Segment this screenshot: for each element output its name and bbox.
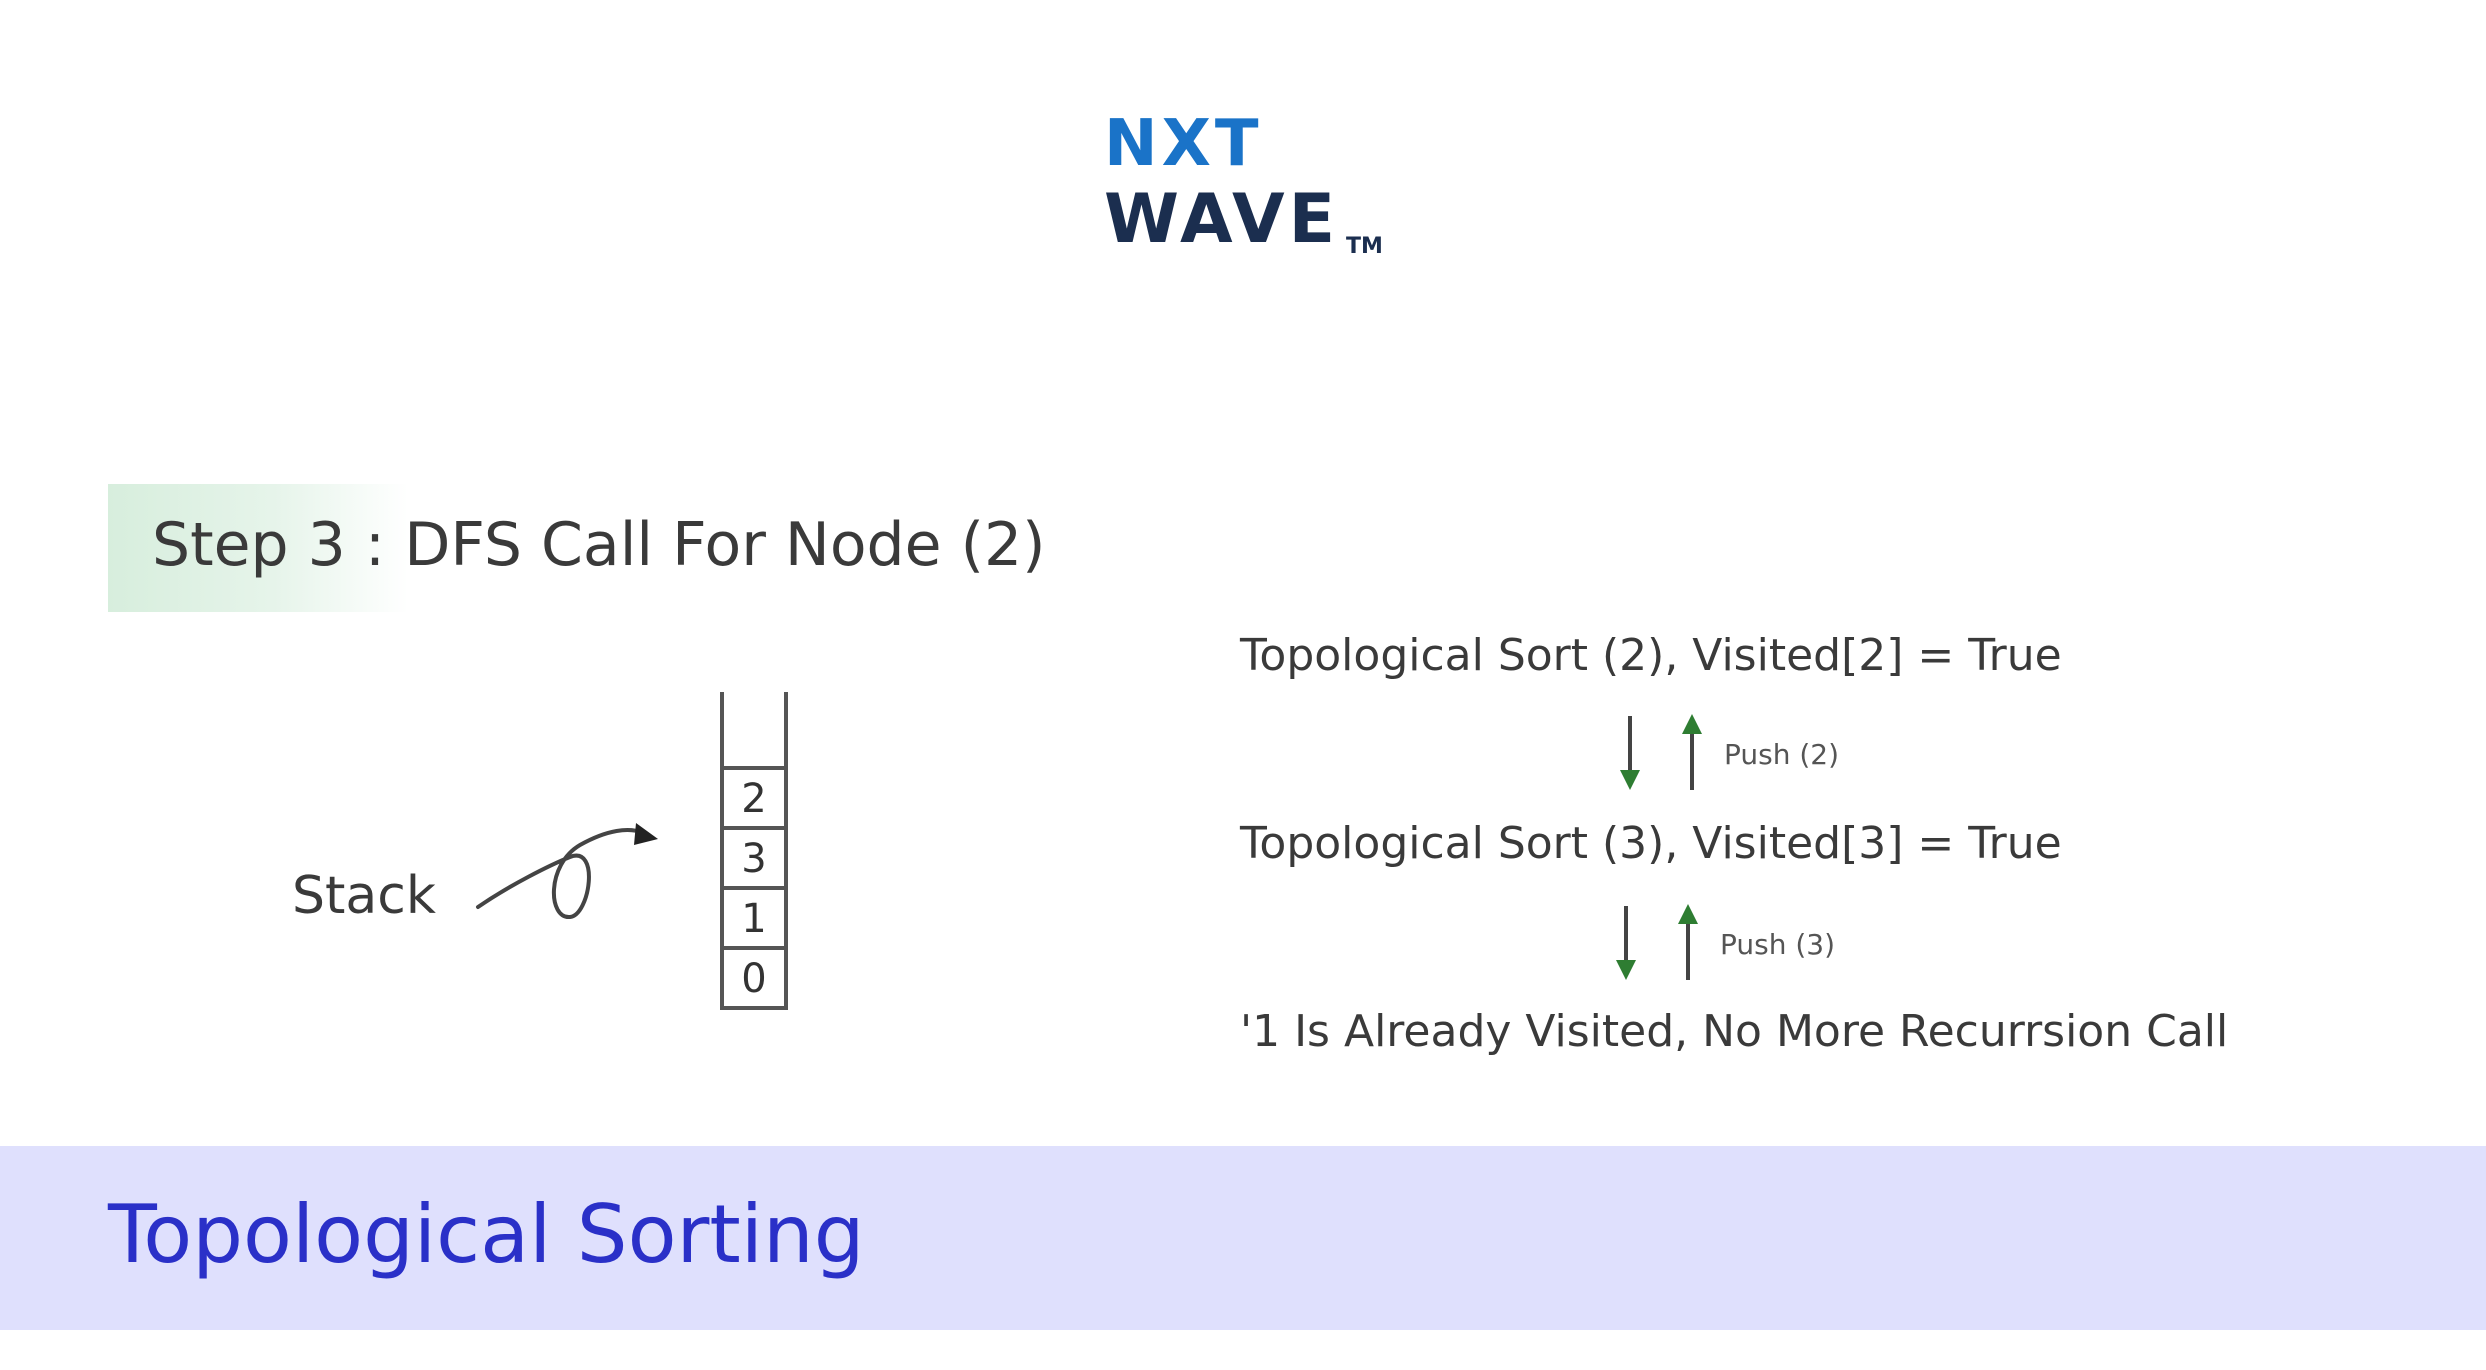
logo-line-bottom: WAVE xyxy=(1104,180,1340,259)
stack-cell: 3 xyxy=(724,826,784,886)
logo-line-top: NXT xyxy=(1104,107,1263,181)
nxtwave-logo: NXT WAVE TM xyxy=(1100,112,1400,272)
stack-label: Stack xyxy=(292,866,436,926)
call-return-arrows-icon xyxy=(1620,714,1702,790)
step-banner-highlight xyxy=(108,484,408,612)
push-group-2: Push (3) xyxy=(1606,902,1835,986)
trace-line-2: Topological Sort (3), Visited[3] = True xyxy=(1240,818,2062,869)
stack-cell: 0 xyxy=(724,946,784,1006)
push-label-1: Push (2) xyxy=(1724,738,1840,771)
footer-bar: Topological Sorting xyxy=(0,1146,2486,1330)
footer-title: Topological Sorting xyxy=(108,1188,865,1281)
call-return-arrows-icon xyxy=(1616,904,1698,980)
push-label-2: Push (3) xyxy=(1720,928,1836,961)
stack-cell: 2 xyxy=(724,766,784,826)
logo-trademark: TM xyxy=(1346,234,1383,259)
stack-cell: 1 xyxy=(724,886,784,946)
push-group-1: Push (2) xyxy=(1610,712,1839,796)
step-title: Step 3 : DFS Call For Node (2) xyxy=(152,510,1046,580)
trace-line-3: '1 Is Already Visited, No More Recurrsio… xyxy=(1240,1006,2229,1057)
trace-line-1: Topological Sort (2), Visited[2] = True xyxy=(1240,630,2062,681)
stack-container: 2 3 1 0 xyxy=(720,692,788,1010)
loop-arrow-icon xyxy=(476,823,658,919)
